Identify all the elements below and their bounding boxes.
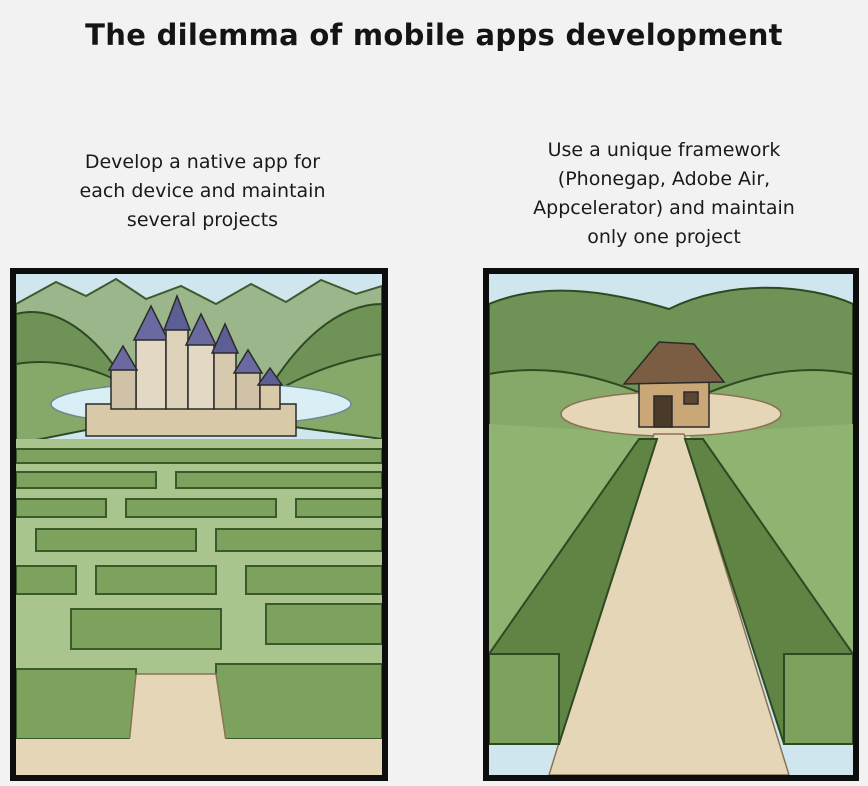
right-option-caption: Use a unique framework (Phonegap, Adobe … [533, 139, 795, 248]
right-comic-panel [483, 268, 859, 781]
left-comic-panel [10, 268, 388, 781]
maze-castle-illustration [16, 274, 382, 775]
page-title: The dilemma of mobile apps development [85, 18, 783, 52]
left-option-caption: Develop a native app for each device and… [79, 151, 326, 231]
straight-path-hut-illustration [489, 274, 853, 775]
castle-drawing [85, 293, 297, 437]
hut-drawing [622, 341, 726, 428]
